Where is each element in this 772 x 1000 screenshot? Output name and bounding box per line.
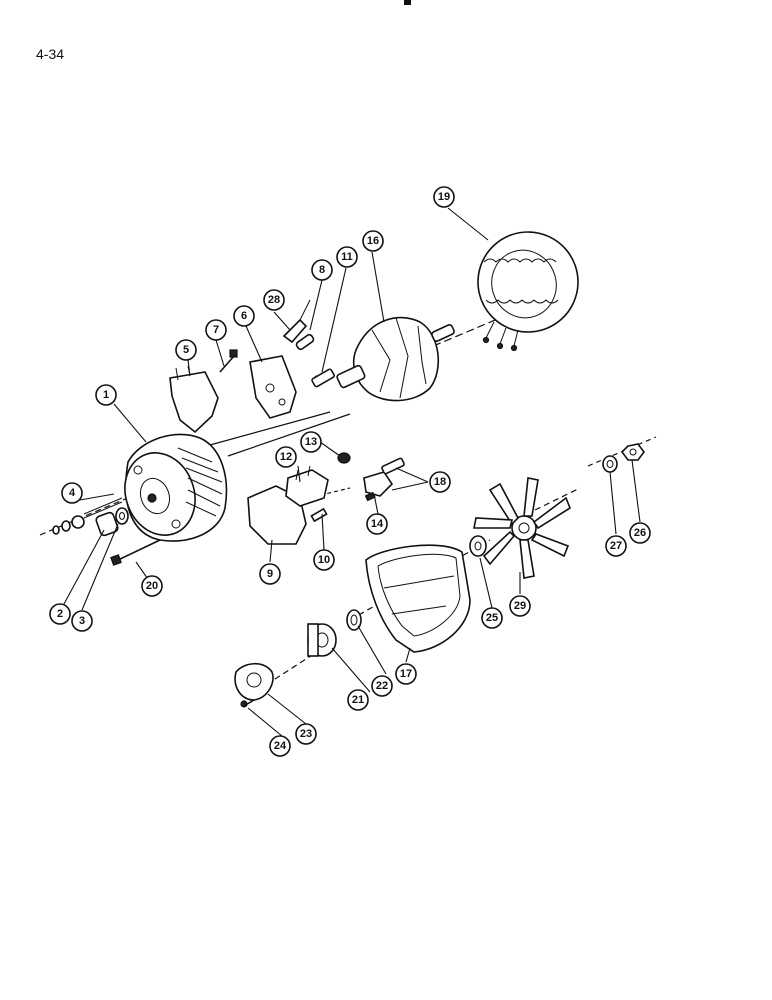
through-bolt <box>110 539 161 566</box>
callout-26-label: 26 <box>634 527 646 539</box>
callout-9: 9 <box>259 563 281 585</box>
callout-3: 3 <box>71 610 93 632</box>
bracket-assembly <box>169 349 297 434</box>
callout-12-label: 12 <box>280 451 292 463</box>
callout-11: 11 <box>336 246 358 268</box>
callout-21: 21 <box>347 689 369 711</box>
page-number: 4-34 <box>36 46 65 62</box>
callout-21-label: 21 <box>352 694 364 706</box>
callout-4-label: 4 <box>69 487 76 499</box>
callout-23: 23 <box>295 723 317 745</box>
callout-10: 10 <box>313 549 335 571</box>
callout-14: 14 <box>366 513 388 535</box>
callout-9-label: 9 <box>267 568 273 580</box>
callout-6: 6 <box>233 305 255 327</box>
callout-22: 22 <box>371 675 393 697</box>
callout-28: 28 <box>263 289 285 311</box>
callout-28-label: 28 <box>268 294 280 306</box>
callout-18-label: 18 <box>434 476 446 488</box>
callout-11-label: 11 <box>341 251 353 263</box>
callout-19: 19 <box>433 186 455 208</box>
stator <box>477 231 579 352</box>
callout-12: 12 <box>275 446 297 468</box>
callout-10-label: 10 <box>318 554 330 566</box>
callout-14-label: 14 <box>371 518 384 530</box>
callout-17: 17 <box>395 663 417 685</box>
callout-26: 26 <box>629 522 651 544</box>
callout-24-label: 24 <box>274 740 287 752</box>
callout-29: 29 <box>509 595 531 617</box>
callout-3-label: 3 <box>79 615 85 627</box>
callout-6-label: 6 <box>241 310 247 322</box>
pulley-nut-and-washer <box>602 443 645 473</box>
callout-13: 13 <box>300 431 322 453</box>
callout-18: 18 <box>429 471 451 493</box>
retainer-plate <box>234 662 274 708</box>
brush-spring-parts <box>282 299 335 388</box>
callout-25-label: 25 <box>486 612 498 624</box>
callout-2: 2 <box>49 603 71 625</box>
callout-22-label: 22 <box>376 680 388 692</box>
callout-27: 27 <box>605 535 627 557</box>
left-hardware <box>52 497 129 537</box>
callout-5: 5 <box>175 339 197 361</box>
callout-23-label: 23 <box>300 728 312 740</box>
callout-7: 7 <box>205 319 227 341</box>
regulator-group <box>247 452 405 545</box>
callout-16: 16 <box>362 230 384 252</box>
callout-20-label: 20 <box>146 580 158 592</box>
callout-19-label: 19 <box>438 191 450 203</box>
drive-end-frame <box>124 433 228 542</box>
callout-27-label: 27 <box>610 540 622 552</box>
callout-4: 4 <box>61 482 83 504</box>
callout-7-label: 7 <box>213 324 219 336</box>
callout-8-label: 8 <box>319 264 325 276</box>
slip-ring-end-frame <box>365 544 471 653</box>
callout-13-label: 13 <box>305 436 317 448</box>
callout-24: 24 <box>269 735 291 757</box>
fan-assembly <box>469 477 571 579</box>
callout-20: 20 <box>141 575 163 597</box>
callout-8: 8 <box>311 259 333 281</box>
callout-25: 25 <box>481 607 503 629</box>
callout-16-label: 16 <box>367 235 379 247</box>
leader-lines <box>63 207 641 737</box>
callout-17-label: 17 <box>400 668 412 680</box>
callout-2-label: 2 <box>57 608 63 620</box>
rotor <box>336 316 455 402</box>
callout-1: 1 <box>95 384 117 406</box>
callout-1-label: 1 <box>103 389 109 401</box>
callout-29-label: 29 <box>514 600 526 612</box>
callout-5-label: 5 <box>183 344 189 356</box>
bearing-and-washer <box>307 609 362 657</box>
page-edge-mark <box>404 0 411 5</box>
